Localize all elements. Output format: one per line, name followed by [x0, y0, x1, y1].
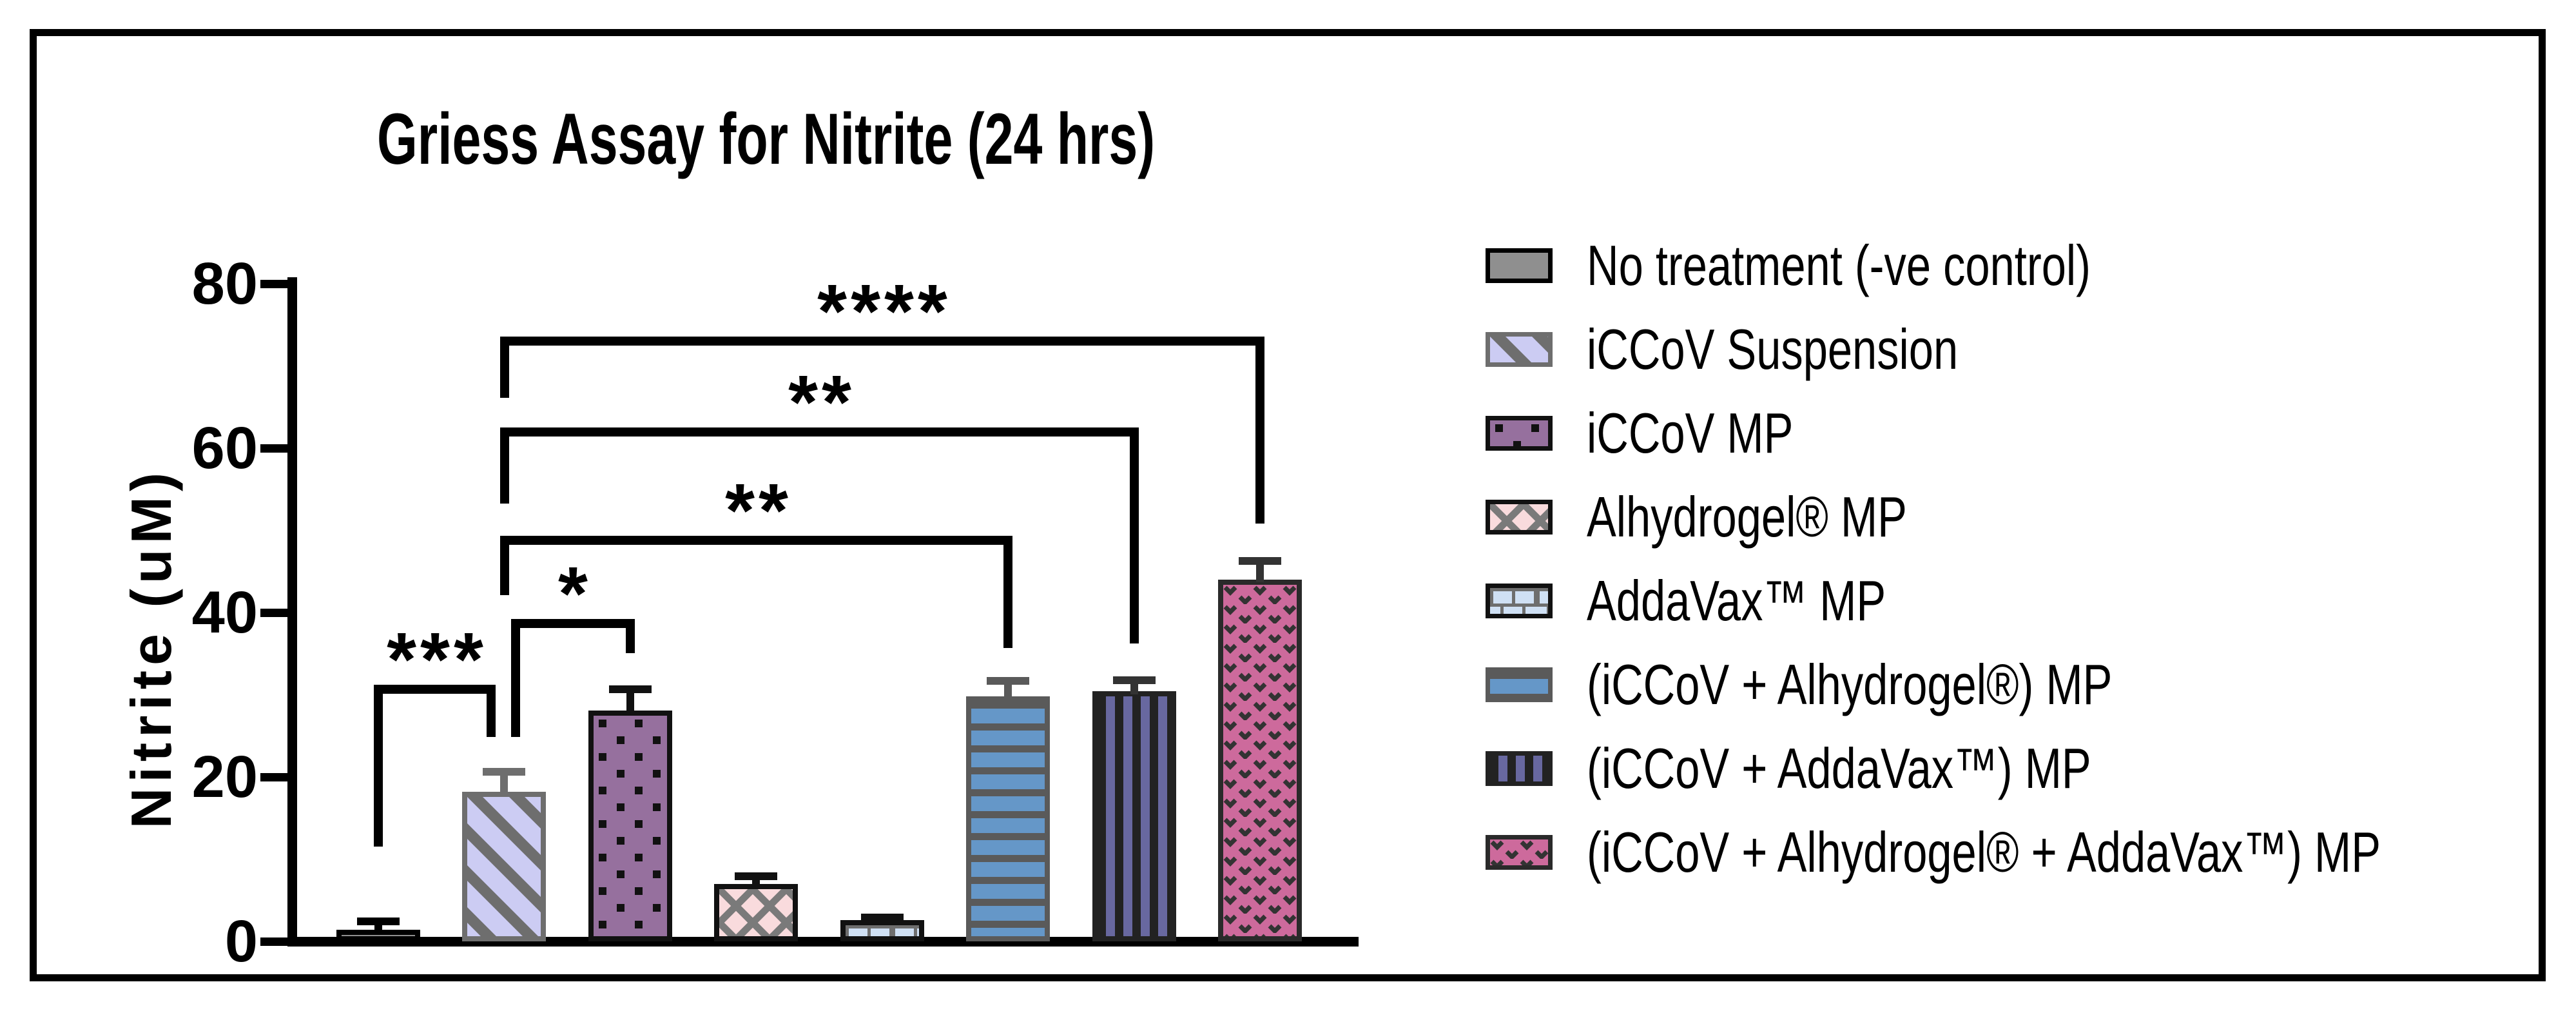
legend-label: Alhydrogel® MP: [1587, 485, 1907, 549]
error-bar-cap: [483, 768, 525, 776]
legend-label: (iCCoV + Alhydrogel® + AddaVax™) MP: [1587, 820, 2381, 884]
y-tick-label: 0: [224, 908, 258, 974]
significance-bracket-leg: [500, 536, 509, 595]
error-bar-cap: [609, 685, 652, 693]
error-bar-cap: [1239, 557, 1281, 565]
bar-4: [714, 884, 798, 941]
significance-stars: **: [725, 468, 792, 553]
chart-title: Griess Assay for Nitrite (24 hrs): [377, 99, 1156, 179]
y-tick-mark: [260, 609, 287, 617]
bar-1: [336, 930, 420, 941]
y-tick-label: 20: [191, 743, 258, 810]
error-bar-cap: [861, 914, 904, 921]
legend-swatch: [1486, 416, 1553, 451]
y-axis-line: [287, 277, 297, 946]
legend-swatch: [1486, 248, 1553, 283]
significance-bracket-leg: [511, 619, 520, 737]
significance-bracket-leg: [1130, 427, 1139, 643]
bar-8: [1218, 580, 1302, 941]
error-bar-stem: [626, 689, 634, 713]
bar-3: [588, 711, 672, 941]
error-bar-stem: [1256, 561, 1264, 582]
significance-stars: ****: [817, 269, 951, 354]
legend-swatch: [1486, 751, 1553, 786]
significance-bracket-leg: [500, 337, 509, 398]
significance-bracket-leg: [487, 685, 496, 737]
significance-stars: **: [788, 360, 855, 445]
bar-5: [840, 920, 924, 941]
y-tick-label: 80: [191, 250, 258, 317]
legend-label: iCCoV MP: [1587, 401, 1794, 465]
legend-swatch: [1486, 332, 1553, 367]
significance-bracket-bar: [500, 337, 1264, 346]
significance-bracket-leg: [1255, 337, 1264, 524]
significance-bracket-bar: [374, 685, 496, 694]
y-tick-mark: [260, 280, 287, 288]
error-bar-stem: [1004, 681, 1012, 699]
error-bar-stem: [500, 772, 508, 794]
figure-border: [30, 29, 2546, 981]
bar-2: [462, 792, 546, 941]
x-axis-line: [287, 937, 1359, 947]
y-tick-mark: [260, 937, 287, 946]
significance-stars: *: [558, 551, 592, 636]
error-bar-cap: [987, 677, 1029, 685]
legend-swatch: [1486, 584, 1553, 618]
legend-label: No treatment (-ve control): [1587, 233, 2091, 297]
significance-bracket-leg: [1003, 536, 1012, 648]
error-bar-cap: [1113, 676, 1156, 684]
legend-swatch: [1486, 500, 1553, 535]
y-tick-mark: [260, 773, 287, 781]
y-tick-label: 40: [191, 579, 258, 645]
bar-7: [1092, 691, 1176, 941]
significance-stars: ***: [387, 617, 487, 702]
significance-bracket-bar: [500, 427, 1138, 437]
significance-bracket-leg: [626, 619, 635, 653]
legend-label: (iCCoV + AddaVax™) MP: [1587, 736, 2091, 800]
error-bar-cap: [735, 872, 777, 880]
legend-swatch: [1486, 835, 1553, 870]
legend-swatch: [1486, 667, 1553, 702]
legend-label: iCCoV Suspension: [1587, 317, 1959, 381]
y-tick-label: 60: [191, 415, 258, 481]
significance-bracket-bar: [511, 619, 634, 628]
y-tick-mark: [260, 444, 287, 453]
bar-6: [966, 696, 1050, 941]
significance-bracket-leg: [374, 685, 383, 847]
significance-bracket-leg: [500, 427, 509, 504]
error-bar-cap: [357, 918, 400, 925]
legend-label: (iCCoV + Alhydrogel®) MP: [1587, 653, 2113, 716]
significance-bracket-bar: [500, 536, 1012, 545]
legend-label: AddaVax™ MP: [1587, 569, 1886, 633]
